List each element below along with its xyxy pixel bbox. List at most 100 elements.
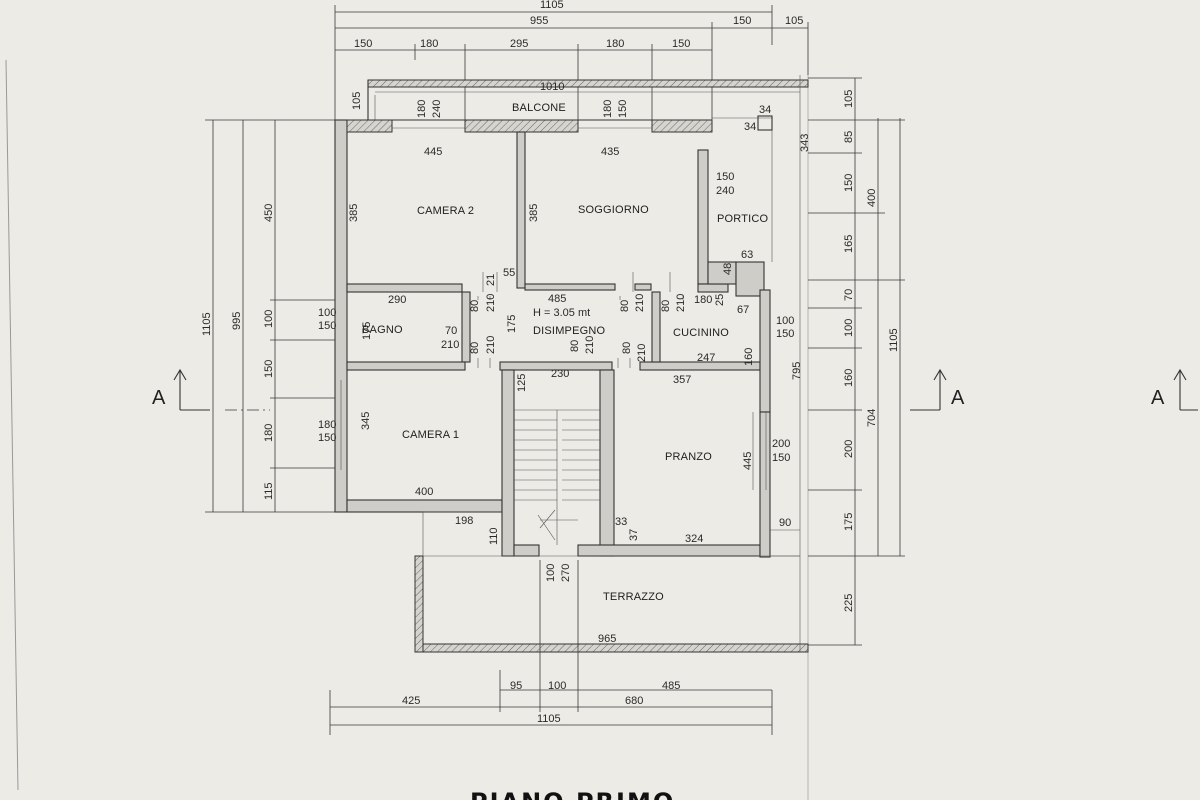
dim-label: 247 xyxy=(697,352,715,364)
dim-label: 150 xyxy=(318,432,336,444)
dim-label: 400 xyxy=(415,486,433,498)
building-walls xyxy=(334,115,773,558)
room-label-camera-1: CAMERA 1 xyxy=(402,429,459,441)
dim-label: 485 xyxy=(548,293,566,305)
dim-label: 80 xyxy=(469,300,481,312)
dim-label: 150 xyxy=(772,452,790,464)
dim-label: 198 xyxy=(455,515,473,527)
dim-label: 105 xyxy=(843,90,855,108)
dim-label: 795 xyxy=(791,362,803,380)
bottom-dimensions xyxy=(329,560,773,735)
dim-label: 100 xyxy=(843,319,855,337)
dim-label: 110 xyxy=(488,527,500,545)
dim-label: 180 xyxy=(416,100,428,118)
dim-label: 115 xyxy=(263,482,275,500)
room-label-portico: PORTICO xyxy=(717,213,769,225)
staircase xyxy=(514,409,600,545)
dim-label: 34 xyxy=(759,104,771,116)
dim-label: 160 xyxy=(743,348,755,366)
door-marks xyxy=(477,272,684,368)
balcone-area xyxy=(335,79,809,121)
dim-label: 80 xyxy=(469,342,481,354)
dim-label: 210 xyxy=(485,336,497,354)
dim-label: 160 xyxy=(843,369,855,387)
section-mark-right: A xyxy=(951,387,965,409)
section-mark-edge: A xyxy=(1151,387,1165,409)
dim-label: 445 xyxy=(742,452,754,470)
paper-edge-left xyxy=(5,59,19,791)
dim-label: 67 xyxy=(737,304,749,316)
dim-label: 180 xyxy=(420,38,438,50)
left-dimensions xyxy=(205,119,335,513)
dim-label: 225 xyxy=(843,594,855,612)
dim-label: 100 xyxy=(318,307,336,319)
dim-label: 150 xyxy=(672,38,690,50)
dim-label: 150 xyxy=(354,38,372,50)
dim-label: 150 xyxy=(617,100,629,118)
dim-label: 1105 xyxy=(537,713,561,725)
section-markers xyxy=(173,368,1198,411)
dim-label: 80 xyxy=(621,342,633,354)
dim-label: 210 xyxy=(441,339,459,351)
dim-label: 90 xyxy=(779,517,791,529)
dim-label: 965 xyxy=(598,633,616,645)
dim-label: 180 xyxy=(263,424,275,442)
dim-label: 150 xyxy=(318,320,336,332)
top-dimensions xyxy=(334,5,809,120)
dim-label: 100 xyxy=(548,680,566,692)
dim-label: 175 xyxy=(506,315,518,333)
dim-label: 105 xyxy=(785,15,803,27)
dim-label: 357 xyxy=(673,374,691,386)
room-label-cucinino: CUCININO xyxy=(673,327,729,339)
dim-label: 105 xyxy=(351,92,363,110)
dim-label: 450 xyxy=(263,204,275,222)
dim-label: 150 xyxy=(843,174,855,192)
dim-label: 37 xyxy=(628,529,640,541)
dim-label: 80 xyxy=(619,300,631,312)
dim-label: 100 xyxy=(263,310,275,328)
room-label-terrazzo: TERRAZZO xyxy=(603,591,664,603)
dim-label: 175 xyxy=(361,322,373,340)
dim-label: 210 xyxy=(485,294,497,312)
dim-label: 95 xyxy=(510,680,522,692)
dim-label: 125 xyxy=(516,374,528,392)
dim-label: 85 xyxy=(843,131,855,143)
dim-label: 200 xyxy=(772,438,790,450)
dim-label: 25 xyxy=(714,294,726,306)
dim-label: 21 xyxy=(485,274,497,286)
dim-label: 210 xyxy=(584,336,596,354)
dim-label: 240 xyxy=(431,100,443,118)
room-label-bagno: BAGNO xyxy=(362,324,403,336)
dim-label: 680 xyxy=(625,695,643,707)
dim-label: 70 xyxy=(445,325,457,337)
dim-label: 180 xyxy=(318,419,336,431)
dim-label: 230 xyxy=(551,368,569,380)
dim-label: 290 xyxy=(388,294,406,306)
dim-label: 400 xyxy=(866,189,878,207)
dim-label: 445 xyxy=(424,146,442,158)
right-dimensions xyxy=(808,77,905,646)
dim-label: 210 xyxy=(675,294,687,312)
dim-label: 200 xyxy=(843,440,855,458)
dim-label: 270 xyxy=(560,564,572,582)
room-label-soggiorno: SOGGIORNO xyxy=(578,204,649,216)
dim-label: 63 xyxy=(741,249,753,261)
dim-label: 100 xyxy=(776,315,794,327)
dim-label: 324 xyxy=(685,533,703,545)
dim-label: 100 xyxy=(545,564,557,582)
room-label-balcone: BALCONE xyxy=(512,102,566,114)
dim-label: 1105 xyxy=(540,0,564,11)
room-label-pranzo: PRANZO xyxy=(665,451,712,463)
dim-label: 180 xyxy=(602,100,614,118)
dim-label: 150 xyxy=(263,360,275,378)
dim-label: 150 xyxy=(733,15,751,27)
balcone-parapet xyxy=(367,79,809,88)
room-label-camera-2: CAMERA 2 xyxy=(417,205,474,217)
dim-label: 345 xyxy=(360,412,372,430)
dim-label: 150 xyxy=(776,328,794,340)
dim-label: 995 xyxy=(231,312,243,330)
dim-label: 955 xyxy=(530,15,548,27)
dim-label: 435 xyxy=(601,146,619,158)
section-mark-left: A xyxy=(152,387,166,409)
